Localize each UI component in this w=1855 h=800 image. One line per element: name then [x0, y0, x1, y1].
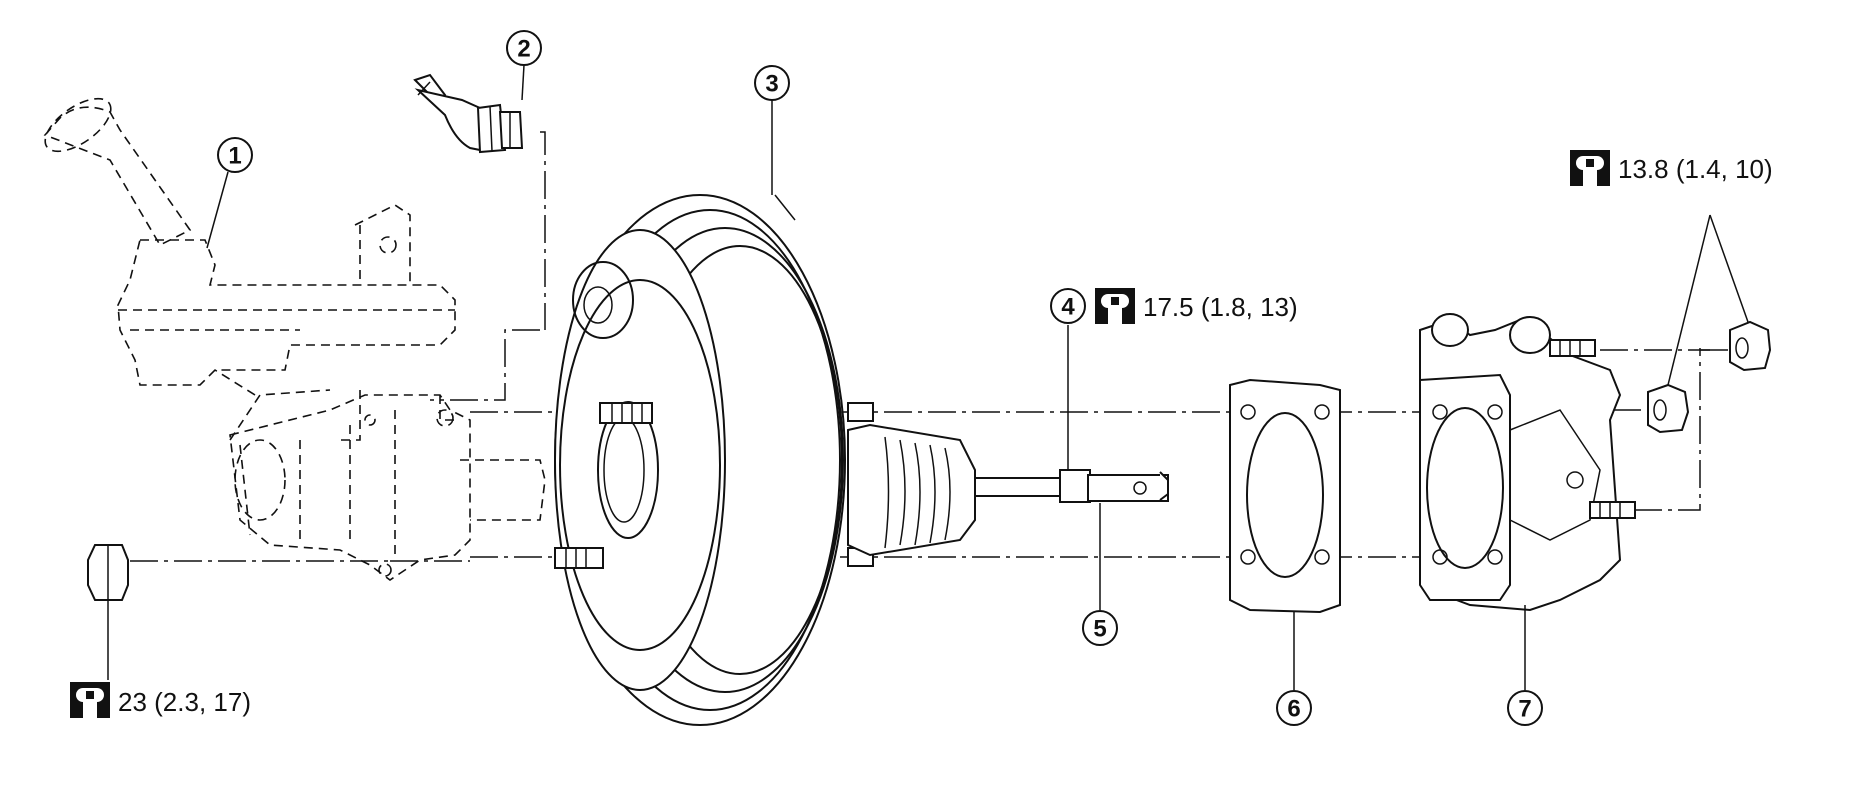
- svg-text:1: 1: [228, 143, 241, 170]
- callout-4: 4: [1050, 288, 1086, 324]
- svg-text:23 (2.3, 17): 23 (2.3, 17): [118, 687, 251, 717]
- torque-wrench-icon: [1095, 288, 1135, 324]
- torque-spec-rod-nut: 17.5 (1.8, 13): [1095, 288, 1298, 324]
- right-flange-nuts: [1647, 214, 1772, 434]
- vacuum-elbow-fitting-part: [413, 64, 525, 154]
- callout-2: 2: [506, 30, 542, 66]
- svg-text:2: 2: [517, 36, 530, 63]
- callout-7: 7: [1507, 690, 1543, 726]
- torque-spec-left: 23 (2.3, 17): [70, 682, 251, 718]
- callout-6: 6: [1276, 690, 1312, 726]
- torque-spec-right: 13.8 (1.4, 10): [1570, 150, 1773, 186]
- svg-text:4: 4: [1061, 294, 1075, 321]
- torque-wrench-icon: [70, 682, 110, 718]
- svg-text:13.8 (1.4, 10): 13.8 (1.4, 10): [1618, 154, 1773, 184]
- svg-text:3: 3: [765, 71, 778, 98]
- callout-1: 1: [217, 137, 253, 173]
- callout-3: 3: [754, 65, 790, 101]
- master-cylinder-part: [43, 97, 546, 581]
- torque-wrench-icon: [1570, 150, 1610, 186]
- spacer-bracket-part: [1419, 313, 1636, 690]
- left-flange-nut: [87, 544, 129, 680]
- svg-text:17.5 (1.8, 13): 17.5 (1.8, 13): [1143, 292, 1298, 322]
- brake-booster-part: [554, 100, 1169, 726]
- center-lines: [130, 131, 1740, 562]
- svg-text:6: 6: [1287, 696, 1300, 723]
- gasket-part: [1229, 378, 1341, 690]
- svg-text:7: 7: [1518, 696, 1531, 723]
- vacuum-line-leader: [430, 329, 540, 401]
- svg-text:5: 5: [1093, 616, 1106, 643]
- callout-5: 5: [1082, 610, 1118, 646]
